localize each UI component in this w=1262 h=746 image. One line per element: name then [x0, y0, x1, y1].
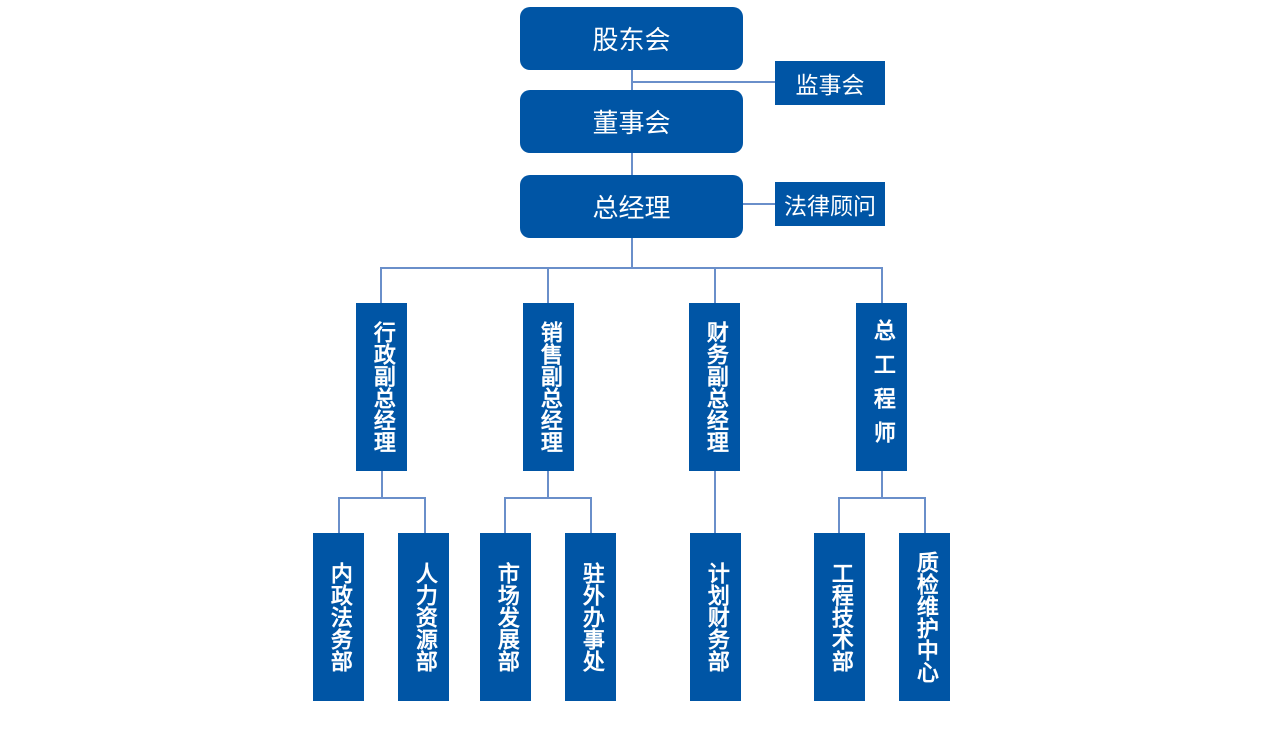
shareholders-label: 股东会 [592, 26, 671, 56]
board-label: 董事会 [592, 109, 671, 139]
connector-shareholders-board [631, 69, 633, 91]
legal-advisor-node: 法律顾问 [775, 182, 885, 226]
dept-engineering-node: 工程技术部 [814, 533, 865, 701]
board-node: 董事会 [520, 90, 743, 153]
connector-dept1-drop [338, 497, 340, 534]
dept-overseas-office-node: 驻外办事处 [565, 533, 616, 701]
connector-vp3-drop [714, 267, 716, 304]
dept-qa-maintenance-node: 质检维护中心 [899, 533, 950, 701]
connector-board-gm [631, 152, 633, 176]
connector-vp1-down [381, 470, 383, 498]
vp-finance-node: 财务副总经理 [689, 303, 740, 471]
connector-to-legal-advisor [742, 203, 775, 205]
vp-sales-label: 销售副总经理 [536, 321, 562, 453]
connector-vp1-bus [338, 497, 426, 499]
connector-vp2-bus [504, 497, 592, 499]
connector-dept6-drop [838, 497, 840, 534]
dept-planning-finance-label: 计划财务部 [703, 562, 729, 672]
connector-vp4-down [881, 470, 883, 498]
connector-vp2-down [547, 470, 549, 498]
dept-hr-label: 人力资源部 [411, 562, 437, 672]
dept-internal-legal-label: 内政法务部 [326, 562, 352, 672]
vp-sales-node: 销售副总经理 [523, 303, 574, 471]
vp-finance-label: 财务副总经理 [702, 321, 728, 453]
dept-qa-maintenance-label: 质检维护中心 [912, 551, 938, 683]
dept-overseas-office-label: 驻外办事处 [578, 562, 604, 672]
vp-admin-node: 行政副总经理 [356, 303, 407, 471]
legal-advisor-label: 法律顾问 [784, 194, 876, 220]
dept-hr-node: 人力资源部 [398, 533, 449, 701]
connector-vp4-bus [838, 497, 926, 499]
supervisors-node: 监事会 [775, 61, 885, 105]
connector-dept7-drop [924, 497, 926, 534]
dept-engineering-label: 工程技术部 [827, 562, 853, 672]
connector-vp2-drop [547, 267, 549, 304]
connector-vp-bus [380, 267, 883, 269]
dept-market-dev-node: 市场发展部 [480, 533, 531, 701]
dept-market-dev-label: 市场发展部 [493, 562, 519, 672]
dept-planning-finance-node: 计划财务部 [690, 533, 741, 701]
connector-vp4-drop [881, 267, 883, 304]
connector-vp3-down [714, 470, 716, 534]
connector-vp1-drop [380, 267, 382, 304]
general-manager-label: 总经理 [592, 194, 671, 224]
dept-internal-legal-node: 内政法务部 [313, 533, 364, 701]
general-manager-node: 总经理 [520, 175, 743, 238]
connector-gm-down [631, 237, 633, 268]
connector-dept4-drop [590, 497, 592, 534]
connector-dept2-drop [424, 497, 426, 534]
shareholders-node: 股东会 [520, 7, 743, 70]
supervisors-label: 监事会 [795, 73, 865, 99]
chief-engineer-label: 总工程师 [869, 319, 895, 455]
connector-to-supervisors [632, 81, 775, 83]
connector-dept3-drop [504, 497, 506, 534]
vp-admin-label: 行政副总经理 [369, 321, 395, 453]
chief-engineer-node: 总工程师 [856, 303, 907, 471]
